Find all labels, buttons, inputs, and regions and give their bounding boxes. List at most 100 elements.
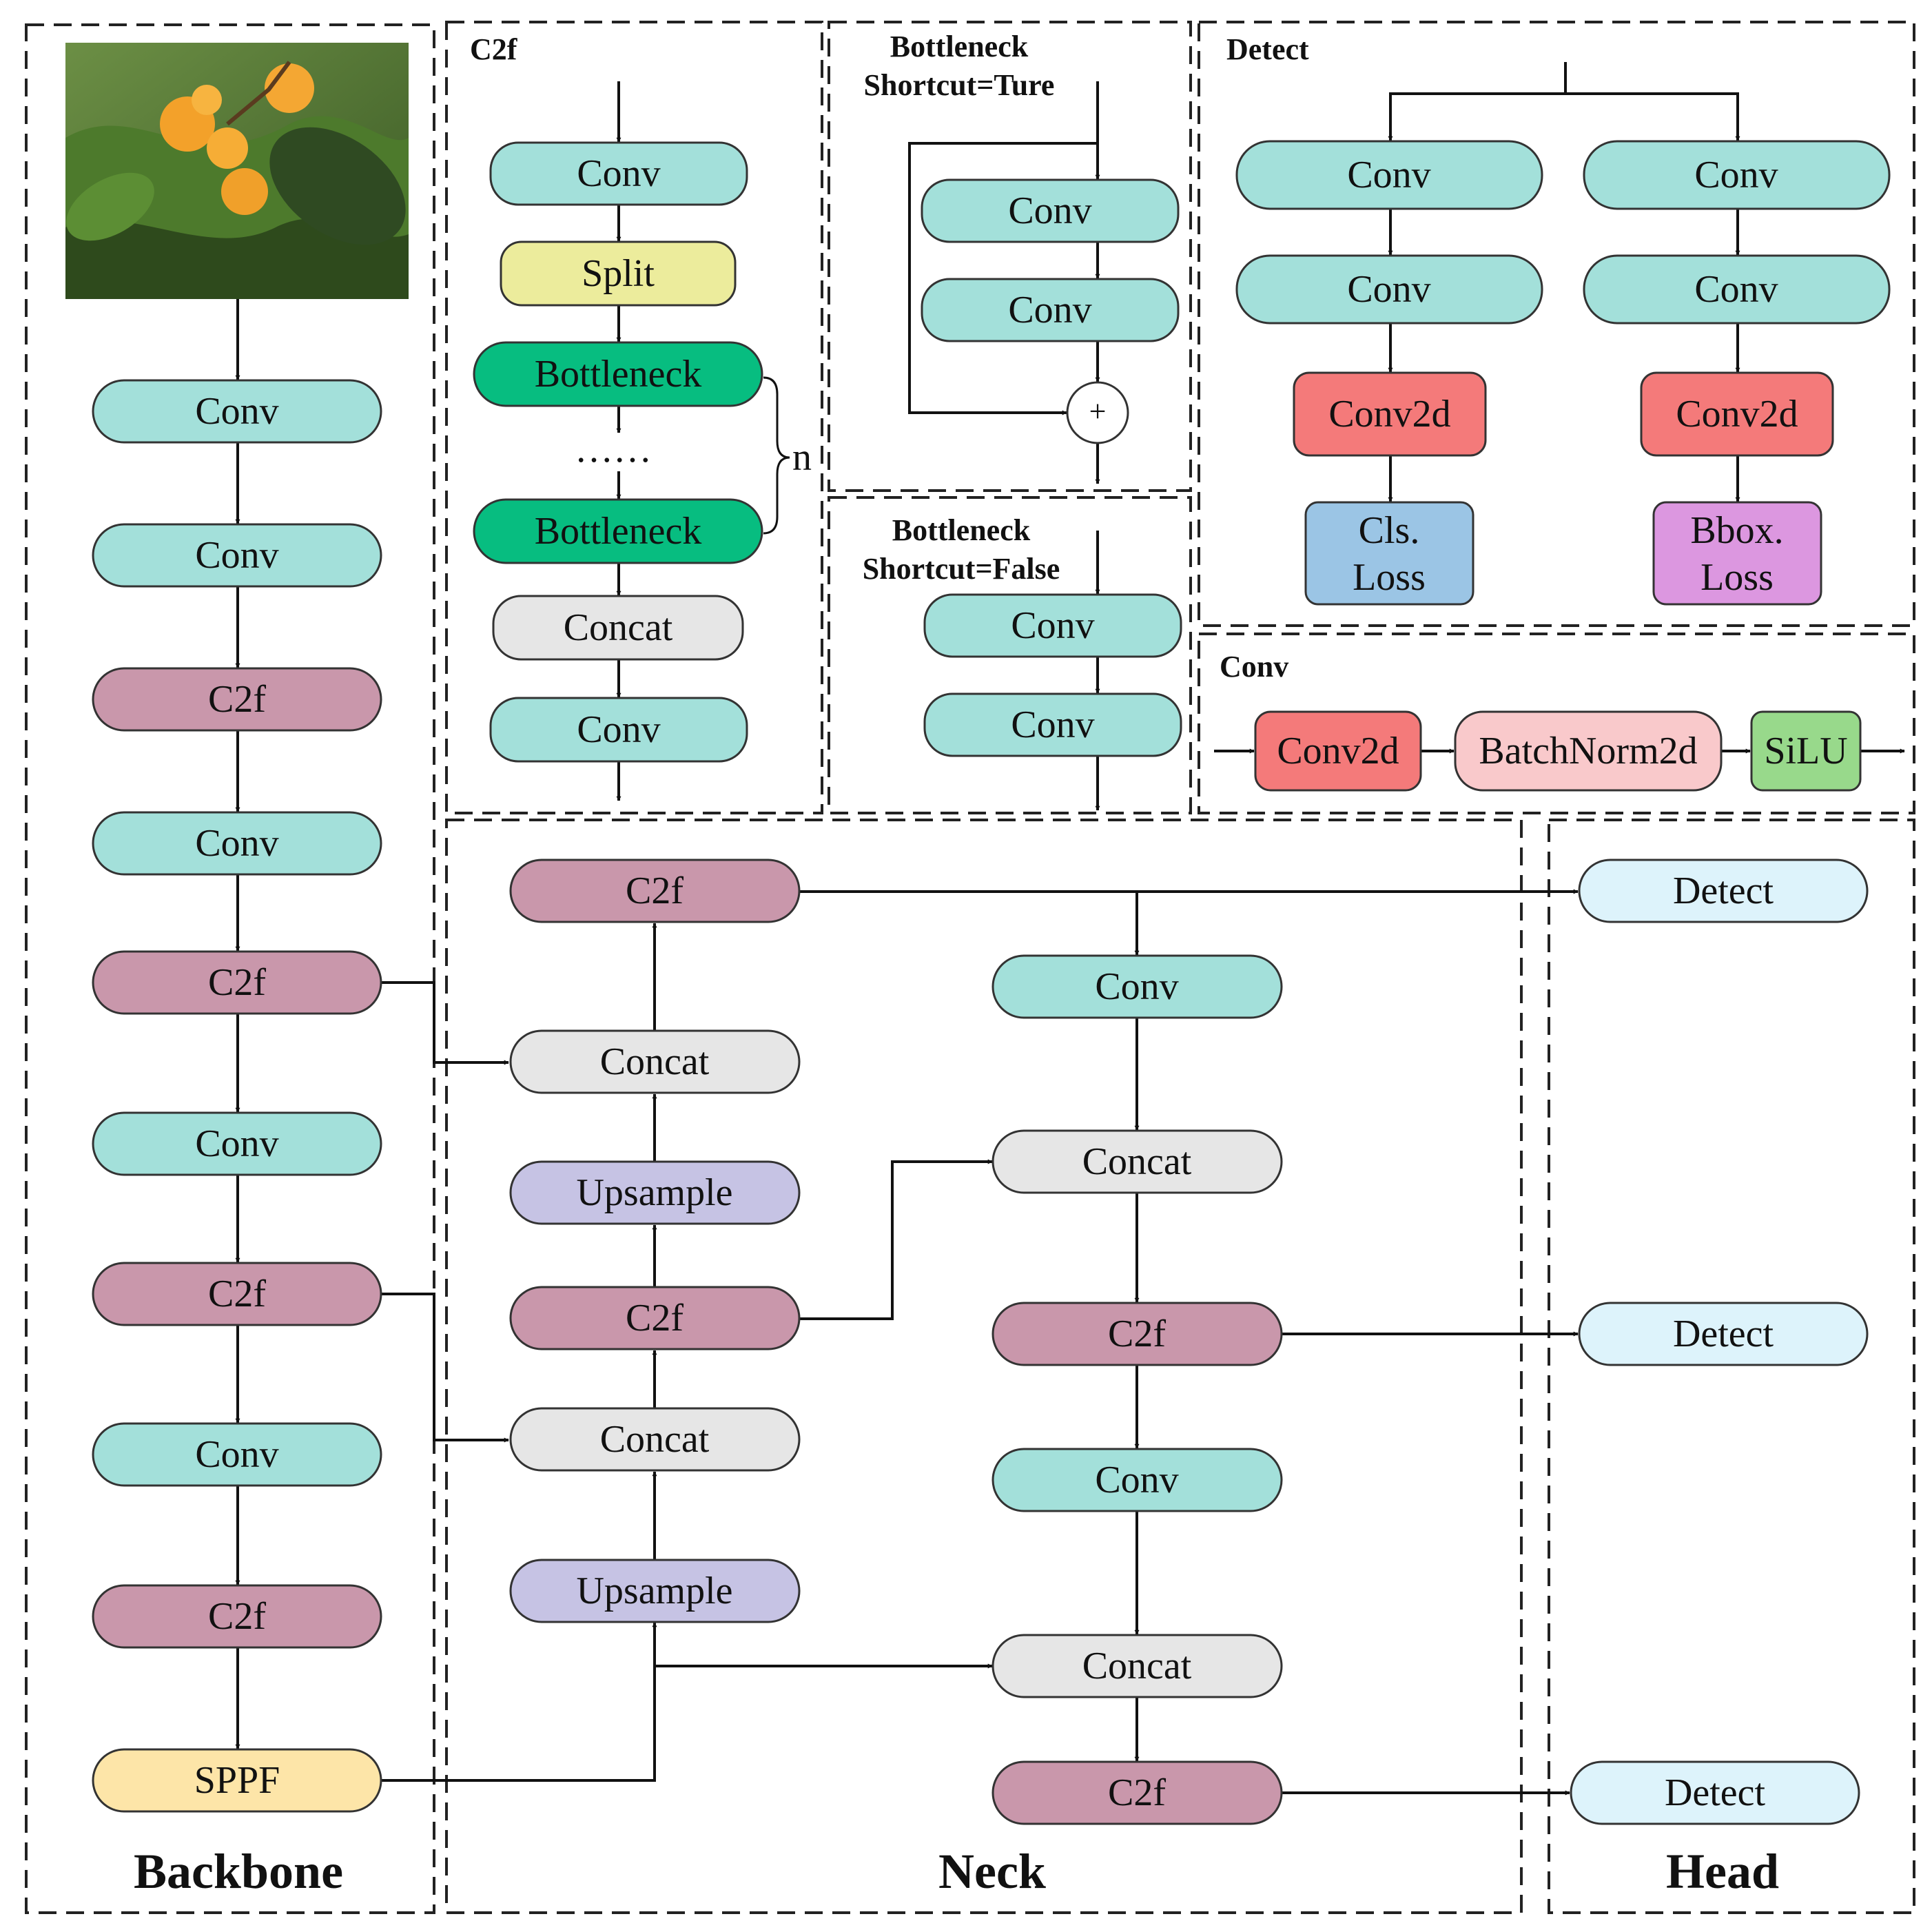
svg-text:Concat: Concat bbox=[1082, 1140, 1192, 1183]
svg-text:Conv: Conv bbox=[1694, 154, 1778, 196]
svg-text:Concat: Concat bbox=[1082, 1645, 1192, 1687]
svg-text:Conv: Conv bbox=[1011, 703, 1094, 746]
svg-text:Detect: Detect bbox=[1665, 1771, 1766, 1814]
backbone-conv-2: Conv bbox=[92, 523, 382, 588]
svg-text:Detect: Detect bbox=[1673, 870, 1774, 912]
svg-text:Split: Split bbox=[582, 252, 655, 295]
neck-upsample-upper: Upsample bbox=[509, 1160, 801, 1225]
head-frame bbox=[1548, 819, 1915, 1914]
head-detect-3: Detect bbox=[1570, 1760, 1860, 1825]
svg-text:Concat: Concat bbox=[564, 606, 673, 649]
bottleneck-true-conv-2: Conv bbox=[921, 278, 1180, 342]
svg-text:Upsample: Upsample bbox=[576, 1171, 732, 1214]
backbone-conv-1: Conv bbox=[92, 379, 382, 444]
bottleneck-false-title-2: Shortcut=False bbox=[863, 552, 1060, 586]
svg-text:Conv: Conv bbox=[1347, 154, 1430, 196]
svg-text:Bottleneck: Bottleneck bbox=[535, 510, 702, 553]
bottleneck-true-title-2: Shortcut=Ture bbox=[864, 68, 1055, 102]
svg-text:Conv: Conv bbox=[195, 822, 278, 865]
backbone-frame bbox=[25, 23, 435, 1914]
neck-c2f-top: C2f bbox=[509, 859, 801, 923]
bottleneck-add-node: + bbox=[1066, 381, 1129, 444]
svg-text:Conv2d: Conv2d bbox=[1277, 730, 1399, 772]
conv-detail-conv2d: Conv2d bbox=[1254, 710, 1422, 792]
backbone-conv-3: Conv bbox=[92, 811, 382, 876]
svg-text:Conv: Conv bbox=[195, 1122, 278, 1165]
c2f-detail-split: Split bbox=[500, 240, 737, 307]
bottleneck-false-frame bbox=[828, 496, 1192, 814]
conv-detail-batchnorm2d: BatchNorm2d bbox=[1454, 710, 1723, 792]
neck-conv-top: Conv bbox=[991, 954, 1283, 1019]
svg-text:Conv: Conv bbox=[1694, 268, 1778, 311]
c2f-repeat-n: n bbox=[792, 436, 812, 479]
svg-text:C2f: C2f bbox=[1108, 1313, 1166, 1355]
detect-cls-conv-2: Conv bbox=[1235, 254, 1543, 325]
detect-box-conv2d: Conv2d bbox=[1640, 371, 1834, 457]
svg-text:C2f: C2f bbox=[208, 1595, 266, 1638]
neck-label: Neck bbox=[938, 1844, 1046, 1899]
backbone-conv-4: Conv bbox=[92, 1111, 382, 1176]
backbone-conv-5: Conv bbox=[92, 1422, 382, 1487]
svg-text:Conv: Conv bbox=[195, 390, 278, 433]
neck-frame bbox=[445, 819, 1523, 1914]
input-image bbox=[65, 43, 409, 299]
c2f-detail-concat: Concat bbox=[492, 595, 744, 661]
svg-text:Concat: Concat bbox=[600, 1418, 710, 1461]
bottleneck-false-conv-2: Conv bbox=[923, 692, 1182, 757]
c2f-ellipsis: …… bbox=[575, 428, 652, 471]
detect-cls-loss: Cls.Loss bbox=[1304, 501, 1474, 606]
svg-text:BatchNorm2d: BatchNorm2d bbox=[1479, 730, 1697, 772]
neck-concat-right-lower: Concat bbox=[991, 1634, 1283, 1698]
backbone-c2f-4: C2f bbox=[92, 1584, 382, 1649]
svg-text:Conv: Conv bbox=[1008, 289, 1091, 331]
svg-text:C2f: C2f bbox=[1108, 1771, 1166, 1814]
svg-text:Conv2d: Conv2d bbox=[1676, 393, 1798, 435]
detect-box-conv-1: Conv bbox=[1583, 140, 1891, 210]
svg-text:Conv: Conv bbox=[195, 1433, 278, 1476]
detect-section-title: Detect bbox=[1226, 32, 1309, 66]
backbone-label: Backbone bbox=[134, 1844, 343, 1899]
svg-text:Conv: Conv bbox=[577, 708, 660, 751]
svg-text:Bbox.: Bbox. bbox=[1690, 509, 1783, 552]
c2f-section-title: C2f bbox=[470, 32, 518, 66]
head-label: Head bbox=[1666, 1844, 1779, 1899]
svg-text:+: + bbox=[1089, 395, 1107, 429]
svg-text:Cls.: Cls. bbox=[1359, 509, 1420, 552]
c2f-detail-bottleneck-1: Bottleneck bbox=[473, 341, 763, 407]
svg-text:Conv: Conv bbox=[1095, 1459, 1178, 1501]
svg-text:Conv: Conv bbox=[195, 534, 278, 577]
neck-c2f-mid: C2f bbox=[509, 1286, 801, 1350]
svg-text:Conv: Conv bbox=[1011, 604, 1094, 647]
bottleneck-true-conv-1: Conv bbox=[921, 178, 1180, 243]
backbone-sppf: SPPF bbox=[92, 1748, 382, 1813]
neck-upsample-lower: Upsample bbox=[509, 1559, 801, 1623]
conv-section-title: Conv bbox=[1220, 650, 1288, 684]
neck-c2f-bottom: C2f bbox=[991, 1760, 1283, 1825]
head-detect-1: Detect bbox=[1578, 859, 1869, 923]
bottleneck-true-title-1: Bottleneck bbox=[890, 30, 1029, 63]
svg-text:SiLU: SiLU bbox=[1764, 730, 1847, 772]
backbone-c2f-2: C2f bbox=[92, 950, 382, 1015]
svg-text:Loss: Loss bbox=[1353, 556, 1426, 599]
c2f-detail-conv-in: Conv bbox=[489, 141, 748, 206]
svg-text:C2f: C2f bbox=[626, 1297, 684, 1339]
neck-concat-lower: Concat bbox=[509, 1407, 801, 1472]
svg-text:C2f: C2f bbox=[208, 1273, 266, 1315]
c2f-detail-bottleneck-n: Bottleneck bbox=[473, 498, 763, 564]
c2f-detail-conv-out: Conv bbox=[489, 697, 748, 763]
svg-text:Conv2d: Conv2d bbox=[1328, 393, 1450, 435]
svg-text:Conv: Conv bbox=[1347, 268, 1430, 311]
c2f-frame bbox=[445, 21, 823, 814]
svg-text:Concat: Concat bbox=[600, 1040, 710, 1083]
bottleneck-true-frame bbox=[828, 21, 1192, 492]
svg-text:Conv: Conv bbox=[1008, 189, 1091, 232]
backbone-c2f-1: C2f bbox=[92, 667, 382, 732]
conv-detail-silu: SiLU bbox=[1750, 710, 1862, 792]
svg-text:SPPF: SPPF bbox=[194, 1759, 280, 1802]
neck-concat-upper: Concat bbox=[509, 1029, 801, 1094]
neck-concat-right-upper: Concat bbox=[991, 1129, 1283, 1194]
svg-text:Upsample: Upsample bbox=[576, 1570, 732, 1612]
neck-c2f-right-mid: C2f bbox=[991, 1302, 1283, 1366]
neck-conv-right-lower: Conv bbox=[991, 1448, 1283, 1512]
